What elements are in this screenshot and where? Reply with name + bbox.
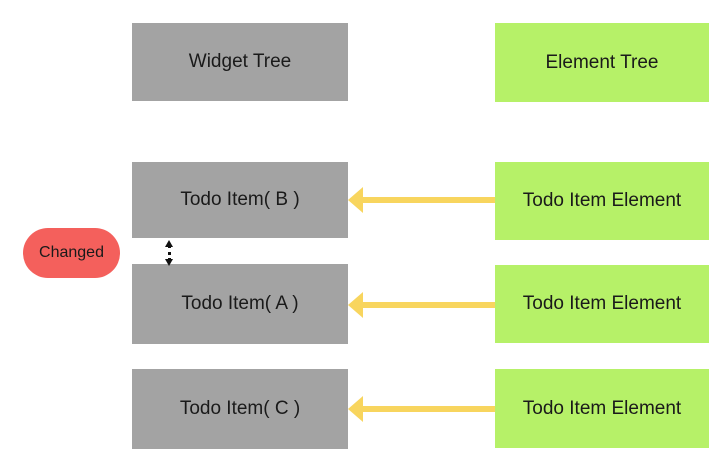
dotted-shaft: [168, 245, 171, 261]
left-arrow-icon: [348, 396, 495, 422]
element-node-todo-item-element-2: Todo Item Element: [495, 265, 709, 343]
widget-node-todo-item-a: Todo Item( A ): [132, 264, 348, 344]
left-arrowhead-icon: [348, 396, 363, 422]
element-node-todo-item-element-1: Todo Item Element: [495, 162, 709, 240]
arrow-shaft: [361, 197, 495, 203]
widget-node-todo-item-c: Todo Item( C ): [132, 369, 348, 449]
left-arrow-icon: [348, 187, 495, 213]
arrow-shaft: [361, 406, 495, 412]
left-arrowhead-icon: [348, 292, 363, 318]
up-arrowhead-icon: [165, 240, 173, 247]
element-node-todo-item-element-3: Todo Item Element: [495, 369, 709, 448]
arrow-shaft: [361, 302, 495, 308]
left-arrowhead-icon: [348, 187, 363, 213]
swap-vertical-arrow-icon: [162, 240, 177, 266]
down-arrowhead-icon: [165, 259, 173, 266]
widget-node-todo-item-b: Todo Item( B ): [132, 162, 348, 238]
widget-tree-header: Widget Tree: [132, 23, 348, 101]
changed-badge: Changed: [23, 228, 120, 278]
left-arrow-icon: [348, 292, 495, 318]
element-tree-header: Element Tree: [495, 23, 709, 102]
